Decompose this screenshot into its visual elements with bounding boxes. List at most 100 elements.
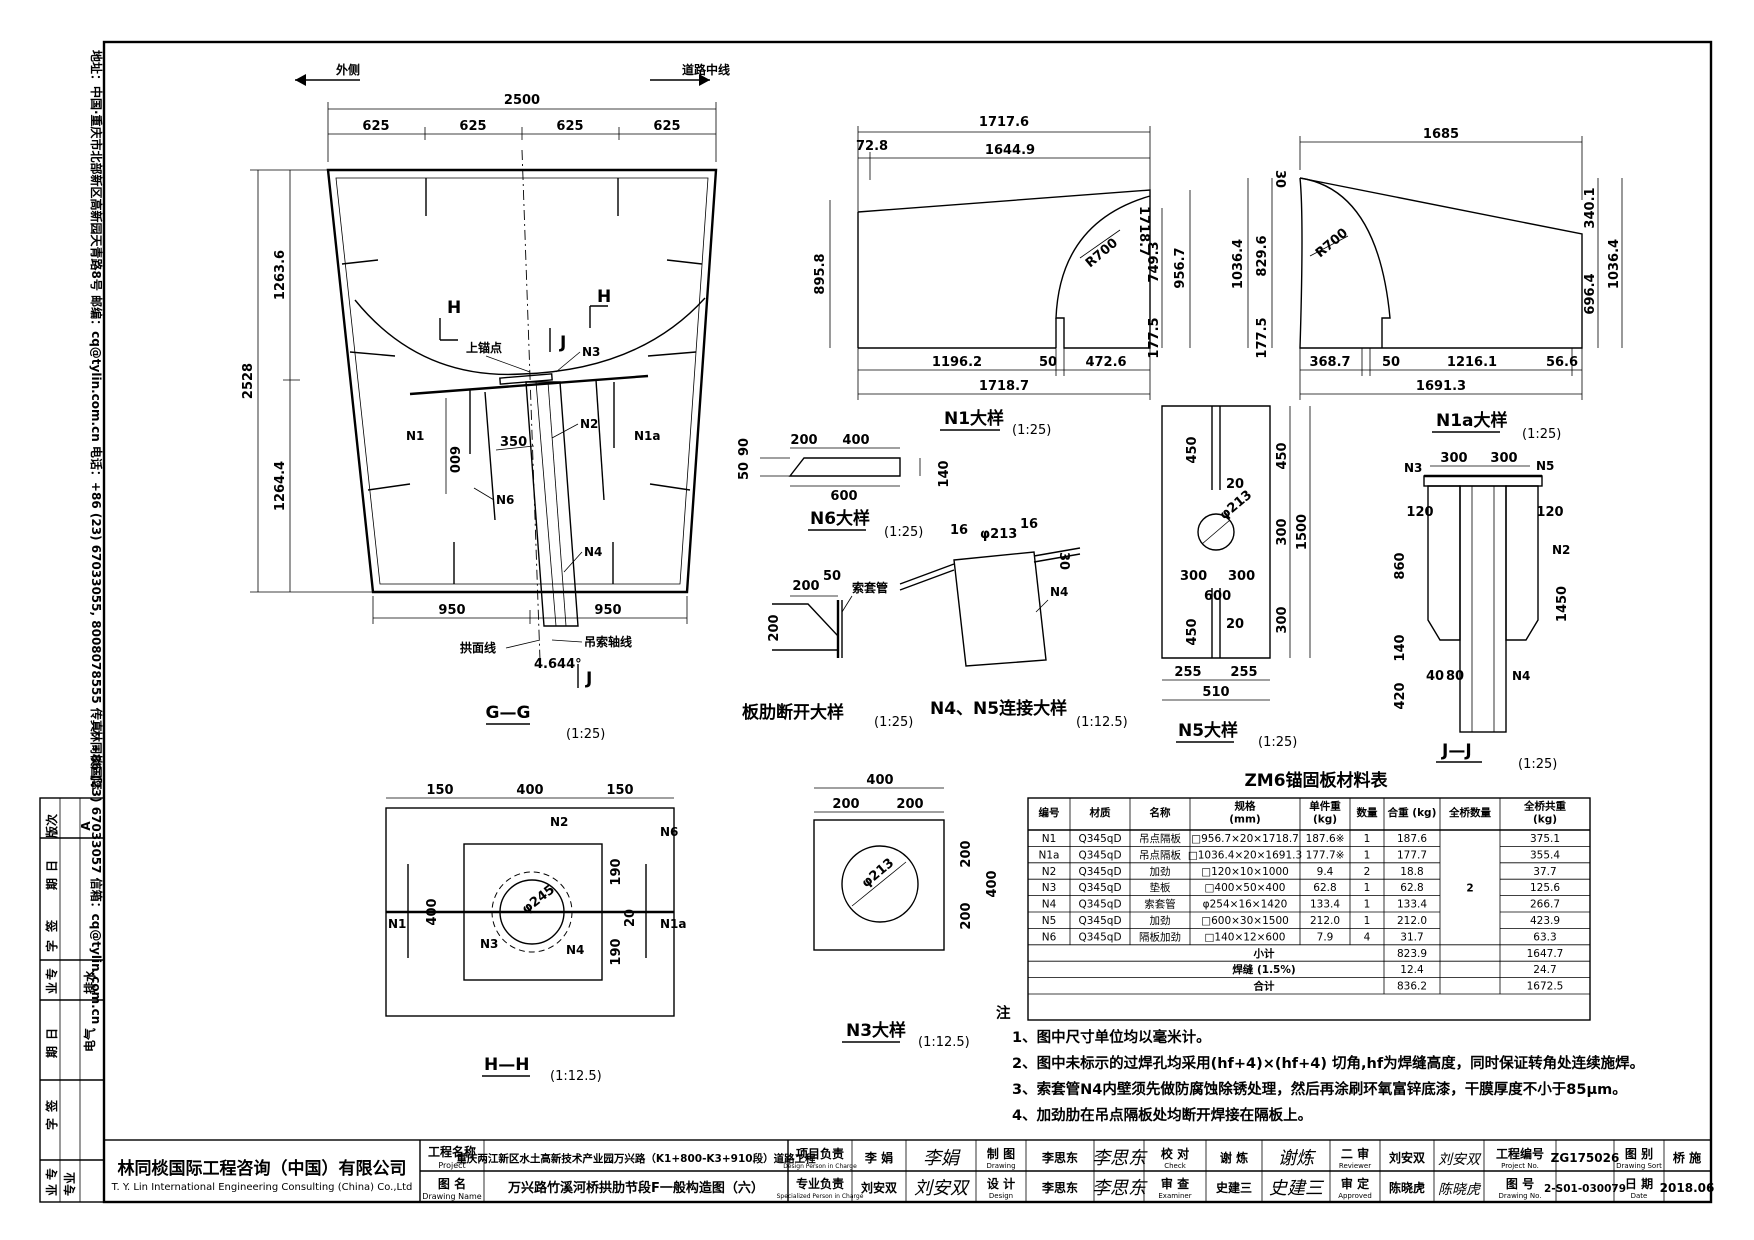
svg-text:Drawing No.: Drawing No. <box>1499 1192 1542 1200</box>
table-cell: 1 <box>1364 915 1371 927</box>
svg-text:ZG175026: ZG175026 <box>1551 1151 1620 1165</box>
svg-text:368.7: 368.7 <box>1309 355 1350 370</box>
svg-text:字: 字 <box>44 1118 59 1130</box>
svg-text:Approved: Approved <box>1338 1192 1372 1200</box>
table-cell: N2 <box>1042 866 1057 878</box>
svg-text:N2: N2 <box>550 815 568 829</box>
title-block: 林同棪国际工程咨询（中国）有限公司 T. Y. Lin Internationa… <box>103 1139 1714 1203</box>
table-header: (mm) <box>1229 814 1260 826</box>
table-cell: Q345qD <box>1078 833 1121 845</box>
view-n6: 200 400 50 90 140 600 N6大样 (1:25) <box>737 433 952 540</box>
table-header: 单件重 <box>1309 800 1341 813</box>
svg-text:16: 16 <box>950 523 968 538</box>
margin-labels: 日 期 签 字 专 业 日 期 签 字 专 业 <box>44 860 59 1196</box>
svg-text:255: 255 <box>1174 665 1201 680</box>
svg-text:300: 300 <box>1180 569 1207 584</box>
side-vertical-address: 地址：中国·重庆市北部新区高新园天青路8号 邮编：cq@tylin.com.cn… <box>89 50 104 1024</box>
table-header: (kg) <box>1533 814 1557 826</box>
svg-text:300: 300 <box>1228 569 1255 584</box>
table-header: 规格 <box>1235 800 1257 813</box>
svg-text:N1a: N1a <box>660 917 687 931</box>
table-cell: 266.7 <box>1530 899 1560 911</box>
revision-value: A <box>79 821 93 831</box>
svg-text:90: 90 <box>737 438 752 456</box>
svg-text:350: 350 <box>500 435 527 450</box>
svg-text:1717.6: 1717.6 <box>979 115 1029 130</box>
svg-text:李思东: 李思东 <box>1041 1180 1078 1195</box>
svg-text:20: 20 <box>1226 617 1244 632</box>
svg-text:40: 40 <box>1426 669 1444 684</box>
project-name: 重庆两江新区水土高新技术产业园万兴路（K1+800-K3+910段）道路工程 <box>456 1152 816 1165</box>
table-cell: 1 <box>1364 833 1371 845</box>
svg-text:400: 400 <box>516 783 543 798</box>
svg-text:业: 业 <box>44 1184 59 1196</box>
svg-text:200: 200 <box>959 902 974 929</box>
table-summary-total: 1647.7 <box>1527 948 1564 960</box>
svg-text:1685: 1685 <box>1423 127 1459 142</box>
svg-text:N1: N1 <box>388 917 406 931</box>
svg-text:2528: 2528 <box>241 363 256 399</box>
svg-text:史建三: 史建三 <box>1269 1178 1325 1199</box>
view-rib-break: 200 50 200 索套管 板肋断开大样 (1:25) <box>742 569 913 730</box>
svg-text:950: 950 <box>594 603 621 618</box>
svg-text:φ213: φ213 <box>859 856 897 891</box>
svg-text:450: 450 <box>1185 436 1200 463</box>
company-en: T. Y. Lin International Engineering Cons… <box>111 1182 413 1193</box>
svg-text:期: 期 <box>44 878 59 890</box>
table-header: (kg) <box>1313 814 1337 826</box>
svg-text:字: 字 <box>44 940 59 952</box>
table-summary-label: 焊缝 (1.5%) <box>1232 963 1295 976</box>
svg-text:340.1: 340.1 <box>1583 187 1598 228</box>
svg-text:600: 600 <box>830 489 857 504</box>
svg-text:刘安双: 刘安双 <box>914 1178 970 1199</box>
svg-text:200: 200 <box>792 579 819 594</box>
revision-label: 版次 <box>44 814 59 838</box>
svg-text:N5: N5 <box>1536 459 1554 473</box>
svg-text:2-S01-030079: 2-S01-030079 <box>1544 1183 1626 1195</box>
svg-text:50: 50 <box>1039 355 1057 370</box>
section-mark-j-bottom: J <box>585 669 592 689</box>
table-cell: 212.0 <box>1397 915 1427 927</box>
jj-title: J—J <box>1441 741 1472 761</box>
svg-text:图 别: 图 别 <box>1625 1147 1653 1161</box>
svg-text:Drawing Name: Drawing Name <box>422 1192 481 1201</box>
table-cell: □120×10×1000 <box>1201 866 1289 878</box>
outer-frame <box>102 40 1713 1204</box>
section-mark-h-right: H <box>597 287 611 307</box>
drawing-name: 万兴路竹溪河桥拱肋节段F一般构造图（六） <box>507 1180 764 1196</box>
svg-text:150: 150 <box>426 783 453 798</box>
table-cell: 177.7 <box>1397 849 1427 861</box>
svg-text:190: 190 <box>609 938 624 965</box>
note-3: 3、索套管N4内壁须先做防腐蚀除锈处理，然后再涂刷环氧富锌底漆，干膜厚度不小于8… <box>1012 1080 1627 1098</box>
svg-text:史建三: 史建三 <box>1216 1180 1252 1195</box>
svg-text:Date: Date <box>1631 1192 1648 1200</box>
svg-text:190: 190 <box>609 858 624 885</box>
table-cell: 4 <box>1364 931 1371 943</box>
gg-title: G—G <box>486 703 531 723</box>
svg-text:16: 16 <box>1020 517 1038 532</box>
table-cell: 62.8 <box>1400 882 1423 894</box>
svg-text:陈晓虎: 陈晓虎 <box>1389 1180 1425 1195</box>
table-cell: 索套管 <box>1144 898 1176 911</box>
svg-text:200: 200 <box>767 614 782 641</box>
table-cell: N1a <box>1039 849 1060 861</box>
svg-text:300: 300 <box>1490 451 1517 466</box>
svg-text:625: 625 <box>556 119 583 134</box>
svg-text:400: 400 <box>866 773 893 788</box>
svg-text:(1:12.5): (1:12.5) <box>550 1069 602 1084</box>
table-header: 材质 <box>1089 806 1112 819</box>
svg-text:Check: Check <box>1164 1162 1186 1170</box>
svg-text:日: 日 <box>45 1028 59 1040</box>
label-road-center: 道路中线 <box>682 62 730 77</box>
svg-text:20: 20 <box>623 909 638 927</box>
svg-text:472.6: 472.6 <box>1085 355 1126 370</box>
company-cn: 林同棪国际工程咨询（中国）有限公司 <box>118 1158 407 1179</box>
svg-text:950: 950 <box>438 603 465 618</box>
svg-text:625: 625 <box>362 119 389 134</box>
table-bridge-qty: 2 <box>1466 882 1473 894</box>
svg-text:专业负责: 专业负责 <box>796 1176 844 1191</box>
svg-text:Drawing Sort: Drawing Sort <box>1616 1162 1662 1170</box>
left-tb-col1: 专业 <box>62 1172 77 1196</box>
table-cell: 133.4 <box>1397 899 1427 911</box>
svg-text:2500: 2500 <box>504 93 540 108</box>
